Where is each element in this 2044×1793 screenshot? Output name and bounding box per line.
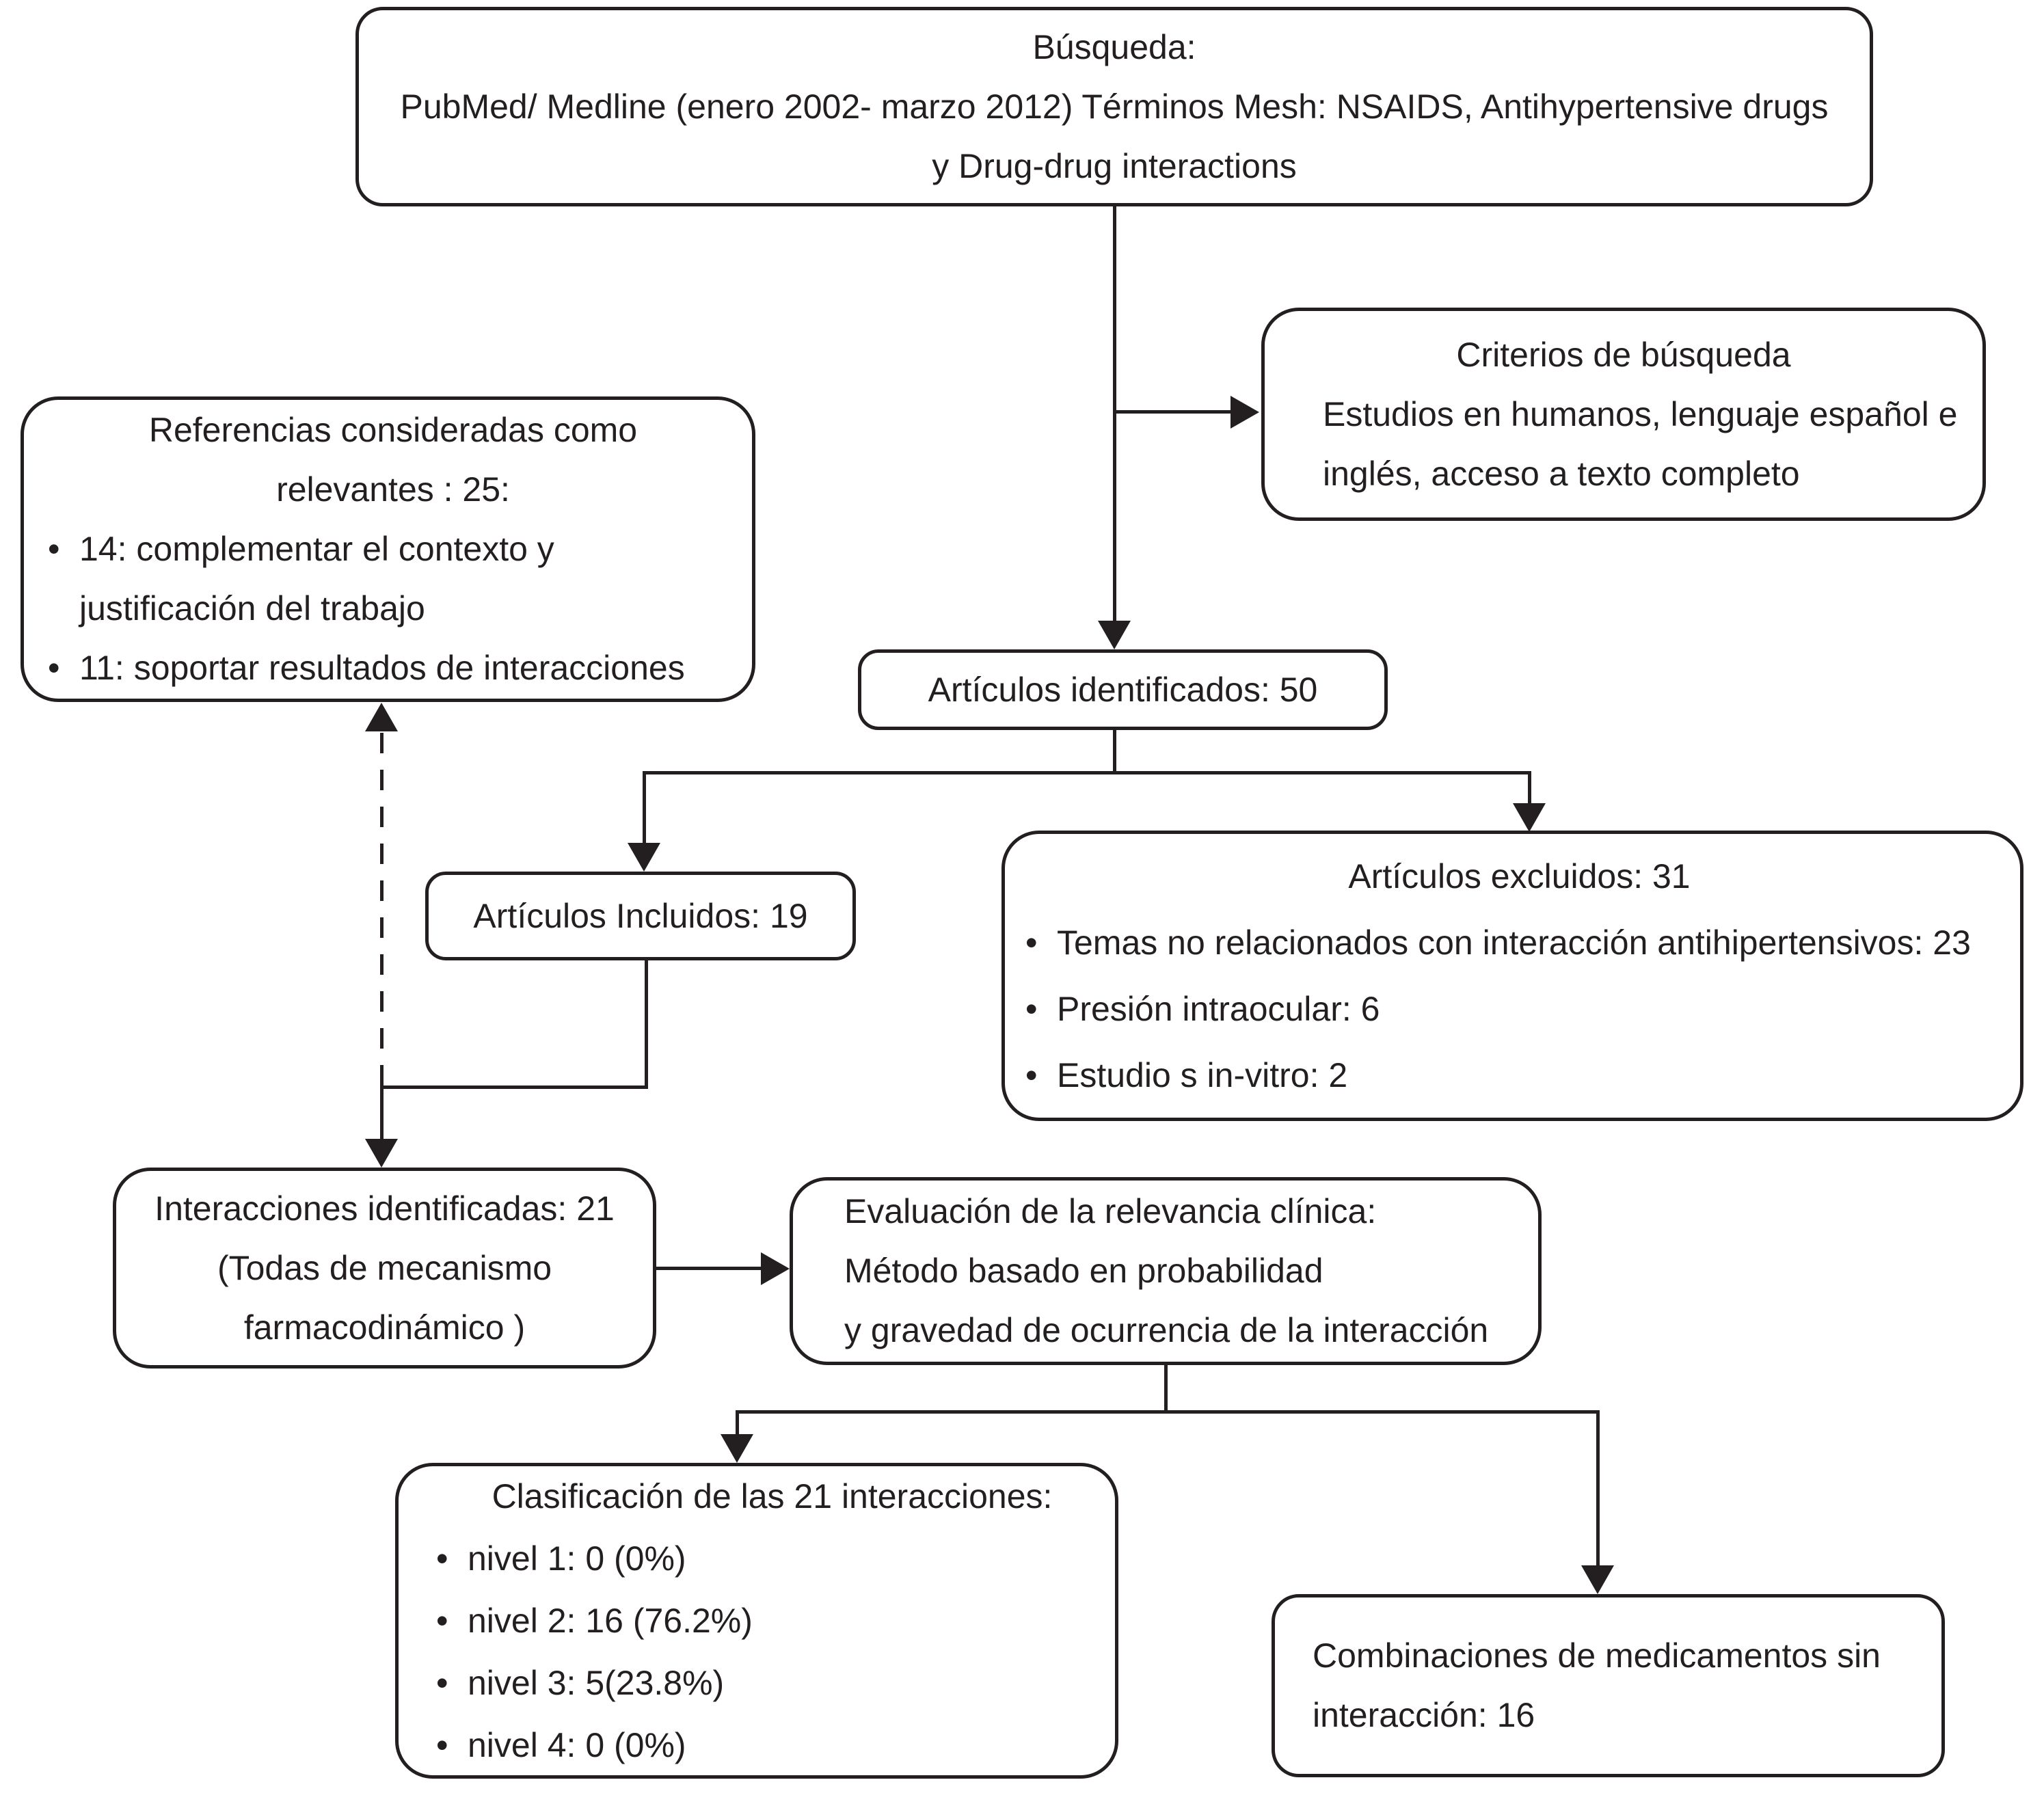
arrowhead-down	[721, 1434, 753, 1463]
classification-bullet-text: nivel 3: 5(23.8%)	[468, 1663, 725, 1702]
evaluation-line: Método basado en probabilidad	[844, 1252, 1323, 1290]
combinations-line: Combinaciones de medicamentos sin	[1313, 1636, 1881, 1675]
connector-junction-bar	[380, 1086, 648, 1089]
connector-split-combinations	[1596, 1410, 1600, 1565]
identified-box: Artículos identificados: 50	[858, 649, 1388, 730]
arrowhead-down	[1098, 621, 1131, 649]
classification-box: Clasificación de las 21 interacciones: •…	[395, 1463, 1118, 1779]
excluded-bullet-text: Estudio s in-vitro: 2	[1057, 1055, 1348, 1094]
search-line: PubMed/ Medline (enero 2002- marzo 2012)…	[400, 87, 1829, 126]
identified-label: Artículos identificados: 50	[928, 670, 1318, 709]
connector-split-bar	[643, 771, 1531, 774]
references-box: Referencias consideradas como relevantes…	[21, 396, 755, 702]
connector-evaluation-stem	[1164, 1365, 1168, 1413]
connector-identified-stem	[1113, 730, 1116, 772]
classification-bullet: • nivel 4: 0 (0%)	[436, 1716, 1108, 1775]
classification-bullet-text: nivel 1: 0 (0%)	[468, 1539, 686, 1578]
excluded-title: Artículos excluidos: 31	[1348, 857, 1691, 895]
excluded-bullet-text: Temas no relacionados con interacción an…	[1057, 923, 1971, 962]
arrowhead-down	[1581, 1565, 1614, 1594]
bullet-icon: •	[1025, 1055, 1038, 1094]
arrowhead-down	[1513, 803, 1546, 832]
excluded-bullet: • Estudio s in-vitro: 2	[1025, 1046, 2013, 1105]
search-line: y Drug-drug interactions	[932, 146, 1297, 185]
bullet-icon: •	[436, 1601, 448, 1640]
connector-interactions-evaluation	[656, 1267, 761, 1270]
connector-included-stem	[645, 960, 648, 1089]
references-title: Referencias consideradas como	[148, 411, 638, 449]
criteria-line: Estudios en humanos, lenguaje español e	[1323, 394, 1958, 433]
bullet-icon: •	[48, 530, 60, 568]
included-label: Artículos Incluidos: 19	[473, 896, 808, 935]
arrowhead-up	[365, 703, 398, 731]
arrowhead-right	[1231, 396, 1259, 429]
connector-split-excluded	[1528, 771, 1531, 803]
excluded-bullet: • Temas no relacionados con interacción …	[1025, 913, 2013, 973]
bullet-icon: •	[436, 1725, 448, 1764]
classification-bullet-text: nivel 2: 16 (76.2%)	[468, 1601, 753, 1640]
interactions-line: farmacodinámico )	[243, 1308, 526, 1347]
criteria-line: inglés, acceso a texto completo	[1323, 454, 1800, 493]
interactions-line: Interacciones identificadas: 21	[154, 1189, 615, 1228]
included-box: Artículos Incluidos: 19	[425, 872, 856, 960]
interactions-line: (Todas de mecanismo	[217, 1248, 552, 1287]
classification-title: Clasificación de las 21 interacciones:	[492, 1477, 1053, 1515]
classification-bullet: • nivel 1: 0 (0%)	[436, 1529, 1108, 1589]
evaluation-box: Evaluación de la relevancia clínica: Mét…	[790, 1177, 1542, 1365]
connector-split-included	[643, 771, 646, 843]
classification-bullet: • nivel 3: 5(23.8%)	[436, 1654, 1108, 1713]
bullet-icon: •	[436, 1539, 448, 1578]
arrowhead-down	[628, 843, 660, 872]
references-bullet-text: 14: complementar el contexto y justifica…	[79, 530, 554, 628]
connector-bottom-bar	[736, 1410, 1600, 1414]
evaluation-line: y gravedad de ocurrencia de la interacci…	[844, 1311, 1489, 1349]
connector-junction-interactions	[380, 1086, 384, 1139]
bullet-icon: •	[436, 1663, 448, 1702]
connector-split-classification	[736, 1410, 739, 1434]
combinations-box: Combinaciones de medicamentos sin intera…	[1272, 1594, 1945, 1777]
criteria-title: Criterios de búsqueda	[1456, 335, 1791, 374]
bullet-icon: •	[48, 649, 60, 687]
arrowhead-down	[365, 1139, 398, 1168]
interactions-box: Interacciones identificadas: 21 (Todas d…	[113, 1168, 656, 1369]
search-line: Búsqueda:	[1032, 27, 1196, 66]
bullet-icon: •	[1025, 923, 1038, 962]
combinations-line: interacción: 16	[1313, 1696, 1535, 1734]
connector-dashed-feedback	[380, 733, 384, 1086]
classification-bullet: • nivel 2: 16 (76.2%)	[436, 1591, 1108, 1651]
bullet-icon: •	[1025, 989, 1038, 1028]
evaluation-line: Evaluación de la relevancia clínica:	[844, 1192, 1377, 1230]
excluded-bullet: • Presión intraocular: 6	[1025, 980, 2013, 1039]
references-bullet: • 14: complementar el contexto y justifi…	[48, 520, 738, 638]
classification-bullet-text: nivel 4: 0 (0%)	[468, 1725, 686, 1764]
arrowhead-right	[761, 1252, 790, 1285]
references-title: relevantes : 25:	[276, 470, 510, 509]
criteria-box: Criterios de búsqueda Estudios en humano…	[1261, 308, 1986, 521]
excluded-box: Artículos excluidos: 31 • Temas no relac…	[1001, 831, 2023, 1121]
references-bullet: • 11: soportar resultados de interaccion…	[48, 638, 738, 698]
search-box: Búsqueda: PubMed/ Medline (enero 2002- m…	[355, 7, 1873, 206]
excluded-bullet-text: Presión intraocular: 6	[1057, 989, 1380, 1028]
connector-search-criteria	[1114, 410, 1231, 414]
references-bullet-text: 11: soportar resultados de interacciones	[79, 649, 685, 687]
